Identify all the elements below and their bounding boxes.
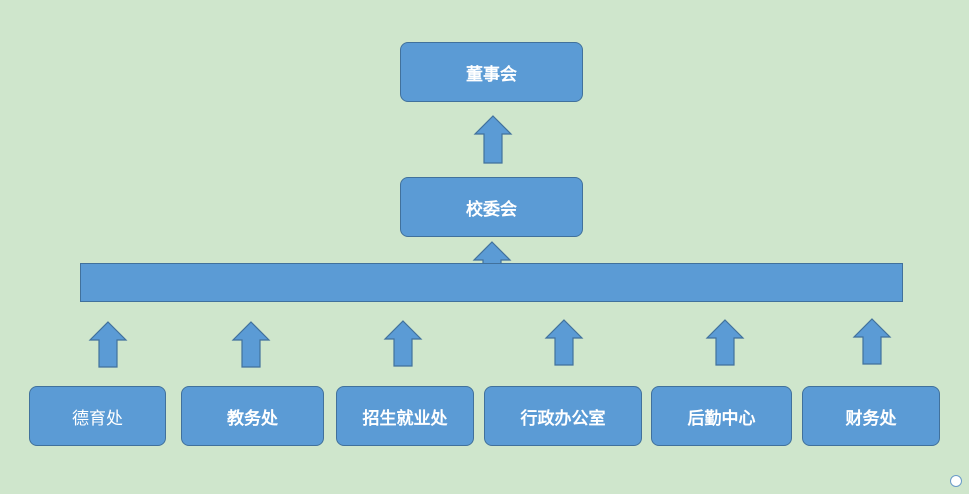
board-box: 董事会	[400, 42, 583, 102]
up-arrow-icon	[852, 318, 892, 365]
department-label: 行政办公室	[520, 408, 606, 429]
up-arrow-icon	[231, 321, 271, 368]
school-committee-box: 校委会	[400, 177, 583, 237]
up-arrow-icon	[88, 321, 128, 368]
up-arrow-icon	[383, 320, 423, 367]
department-label: 教务处	[227, 408, 278, 429]
connector-bar	[80, 263, 903, 302]
up-arrow-icon	[473, 115, 513, 164]
department-box-enrollment-employment: 招生就业处	[336, 386, 474, 446]
department-box-administration-office: 行政办公室	[484, 386, 642, 446]
department-box-finance: 财务处	[802, 386, 940, 446]
department-box-moral-education: 德育处	[29, 386, 166, 446]
up-arrow-icon	[705, 319, 745, 366]
department-label: 招生就业处	[362, 408, 448, 429]
department-label: 财务处	[845, 408, 897, 429]
department-box-academic-affairs: 教务处	[181, 386, 324, 446]
school-committee-label: 校委会	[466, 199, 517, 220]
department-label: 后勤中心	[687, 408, 756, 429]
up-arrow-icon	[544, 319, 584, 366]
department-box-logistics-center: 后勤中心	[651, 386, 792, 446]
board-label: 董事会	[466, 64, 517, 85]
department-label: 德育处	[72, 408, 123, 429]
corner-logo-icon	[950, 475, 962, 487]
